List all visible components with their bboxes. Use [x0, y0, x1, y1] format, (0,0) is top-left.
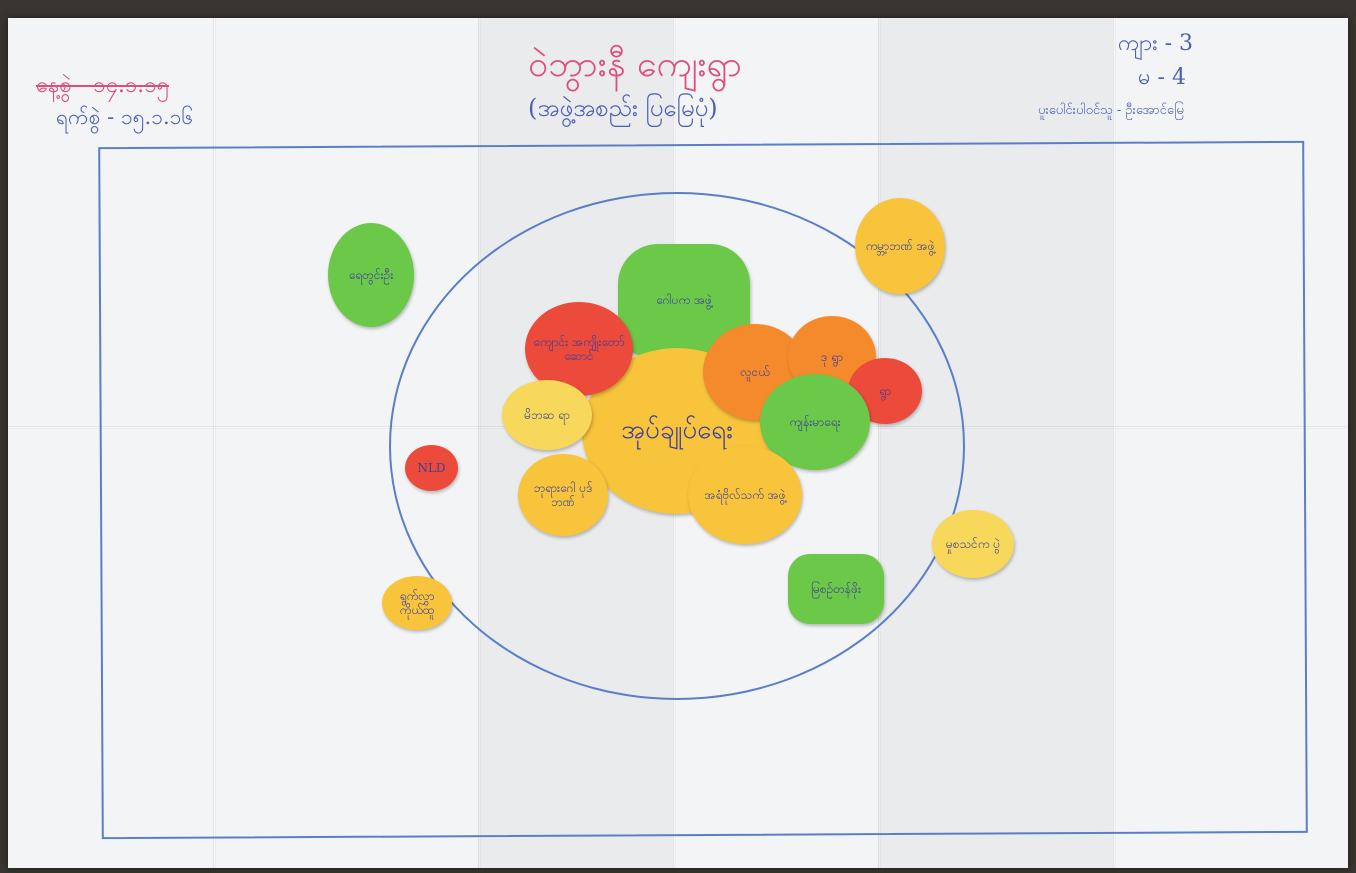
- card-farmers: ရေတွင်းဦး: [328, 223, 414, 327]
- card-elders-group: အရံဗိုလ်သက် အဖွဲ့: [688, 446, 802, 544]
- card-label: ဘုရားဂေါ ပုဒ်ဘဏ်: [533, 480, 593, 509]
- card-label: ဂေါပက အဖွဲ့: [656, 292, 712, 307]
- card-label: မိဘဆ ရာ: [524, 407, 570, 422]
- card-label: မှုစသင်က ပွဲ: [945, 536, 1001, 551]
- center-label: အုပ်ချုပ်ရေး: [621, 415, 733, 446]
- card-label: ကျန်းမာရေး: [789, 414, 841, 429]
- card-label: ကျောင်း အကျိုးတော် ဆောင်: [533, 334, 625, 363]
- village-boundary-circle: [389, 192, 965, 700]
- fold-line: [1113, 18, 1116, 868]
- page-title: ဝဲဘွားနီ ကျေးရွာ: [528, 44, 742, 85]
- card-health: ကျန်းမာရေး: [760, 374, 870, 470]
- card-kyaung: ကမ္ဘာ့ဘဏ် အဖွဲ့: [855, 198, 945, 294]
- card-label: ကမ္ဘာ့ဘဏ် အဖွဲ့: [865, 238, 935, 253]
- card-label: မြစဉ်တန်ဖိုး: [810, 581, 862, 596]
- participant-count-women: မ - 4: [1138, 65, 1186, 90]
- card-ywa-elders: မိဘဆ ရာ: [502, 380, 592, 450]
- fold-line: [213, 18, 216, 868]
- card-funeral: ရွက်လွှာ ကိုယ်ထူ: [382, 576, 452, 630]
- card-label: အရံဗိုလ်သက် အဖွဲ့: [704, 487, 786, 502]
- card-community: မြစဉ်တန်ဖိုး: [788, 554, 884, 624]
- card-label: ရွာ: [879, 383, 891, 398]
- facilitator-note: ပူးပေါင်းပါဝင်သူ - ဦးအောင်မြေ: [1038, 103, 1184, 118]
- card-nld: NLD: [405, 445, 458, 491]
- card-label: လူငယ်: [740, 364, 770, 379]
- card-label: ဒု ရွာ: [821, 349, 843, 364]
- page-subtitle: (အဖွဲ့အစည်း ပြမြေပုံ): [528, 94, 718, 122]
- date: ရက်စွဲ - ၁၅.၁.၁၆: [56, 105, 194, 129]
- participant-count-men: ကျား - 3: [1118, 31, 1194, 56]
- card-label: NLD: [417, 460, 446, 475]
- chart-paper: ဝဲဘွားနီ ကျေးရွာ (အဖွဲ့အစည်း ပြမြေပုံ) န…: [8, 18, 1348, 868]
- card-old-people: ဘုရားဂေါ ပုဒ်ဘဏ်: [518, 454, 608, 536]
- card-label: ရွက်လွှာ ကိုယ်ထူ: [399, 588, 435, 617]
- card-market: မှုစသင်က ပွဲ: [932, 510, 1014, 578]
- card-label: ရေတွင်းဦး: [348, 267, 394, 282]
- crossed-date: နေ့စွဲ - ၁၄.၁.၁၅: [36, 73, 169, 98]
